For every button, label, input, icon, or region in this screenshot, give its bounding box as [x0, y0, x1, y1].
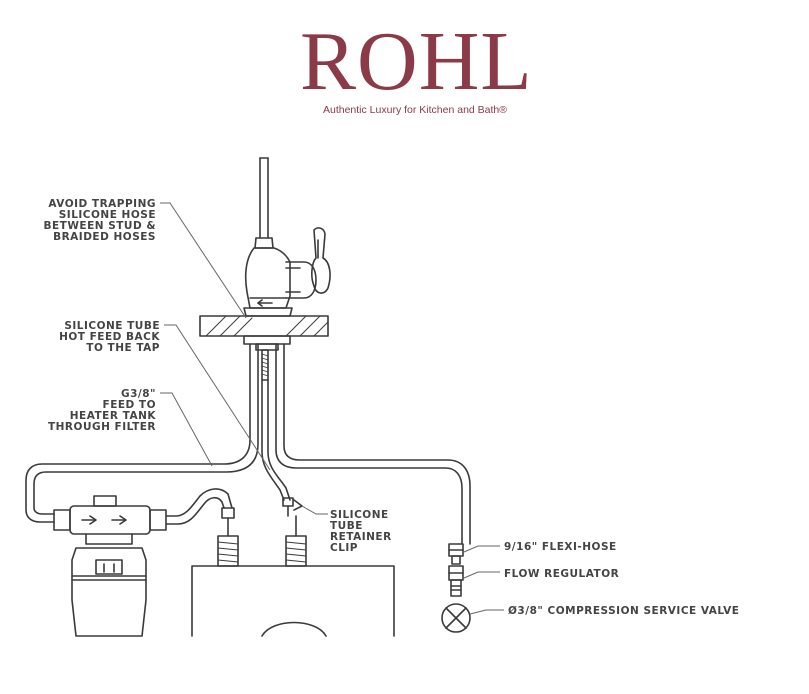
- feed-hose-to-filter: [25, 343, 259, 523]
- callout-avoid-trapping: AVOID TRAPPING SILICONE HOSE BETWEEN STU…: [44, 198, 157, 243]
- callout-silicone-tube: SILICONE TUBE HOT FEED BACK TO THE TAP: [59, 320, 160, 354]
- callout-g38-feed: G3/8" FEED TO HEATER TANK THROUGH FILTER: [48, 388, 156, 433]
- compression-service-valve: [441, 603, 471, 633]
- callout-silicone-tube-line-2: HOT FEED BACK: [59, 331, 160, 343]
- callout-g38-line-2: FEED TO: [103, 399, 156, 411]
- faucet: [243, 157, 331, 317]
- heater-tank: [191, 515, 395, 637]
- callout-g38-line-4: THROUGH FILTER: [48, 421, 156, 433]
- callout-flexi-hose: 9/16" FLEXI-HOSE: [504, 541, 617, 553]
- flexi-hose-to-valve: [275, 343, 471, 545]
- callout-avoid-trapping-line-4: BRAIDED HOSES: [53, 231, 156, 243]
- silicone-hot-feed-tube: [261, 379, 303, 517]
- callout-avoid-trapping-line-2: SILICONE HOSE: [59, 209, 156, 221]
- callout-retainer-line-4: CLIP: [330, 542, 358, 554]
- callout-retainer-line-2: TUBE: [330, 520, 363, 532]
- callout-silicone-tube-line-3: TO THE TAP: [86, 342, 160, 354]
- callout-silicone-tube-line-1: SILICONE TUBE: [64, 320, 160, 332]
- filter-unit: [53, 495, 167, 637]
- callout-avoid-trapping-line-3: BETWEEN STUD &: [44, 220, 157, 232]
- callout-g38-line-3: HEATER TANK: [70, 410, 157, 422]
- brand-logo-wordmark: ROHL: [300, 15, 533, 108]
- fittings-right: [448, 543, 464, 597]
- leader-lines: [160, 202, 504, 615]
- callout-avoid-trapping-line-1: AVOID TRAPPING: [48, 198, 156, 210]
- callout-retainer-clip: SILICONE TUBE RETAINER CLIP: [330, 509, 392, 554]
- callout-retainer-line-1: SILICONE: [330, 509, 389, 521]
- callout-retainer-line-3: RETAINER: [330, 531, 392, 543]
- callout-g38-line-1: G3/8": [121, 388, 156, 400]
- callout-service-valve: Ø3/8" COMPRESSION SERVICE VALVE: [508, 605, 739, 617]
- callout-flow-regulator: FLOW REGULATOR: [504, 568, 619, 580]
- countertop: [199, 315, 329, 381]
- filter-to-tank-hose: [165, 488, 235, 537]
- brand-logo-tagline: Authentic Luxury for Kitchen and Bath®: [322, 104, 507, 116]
